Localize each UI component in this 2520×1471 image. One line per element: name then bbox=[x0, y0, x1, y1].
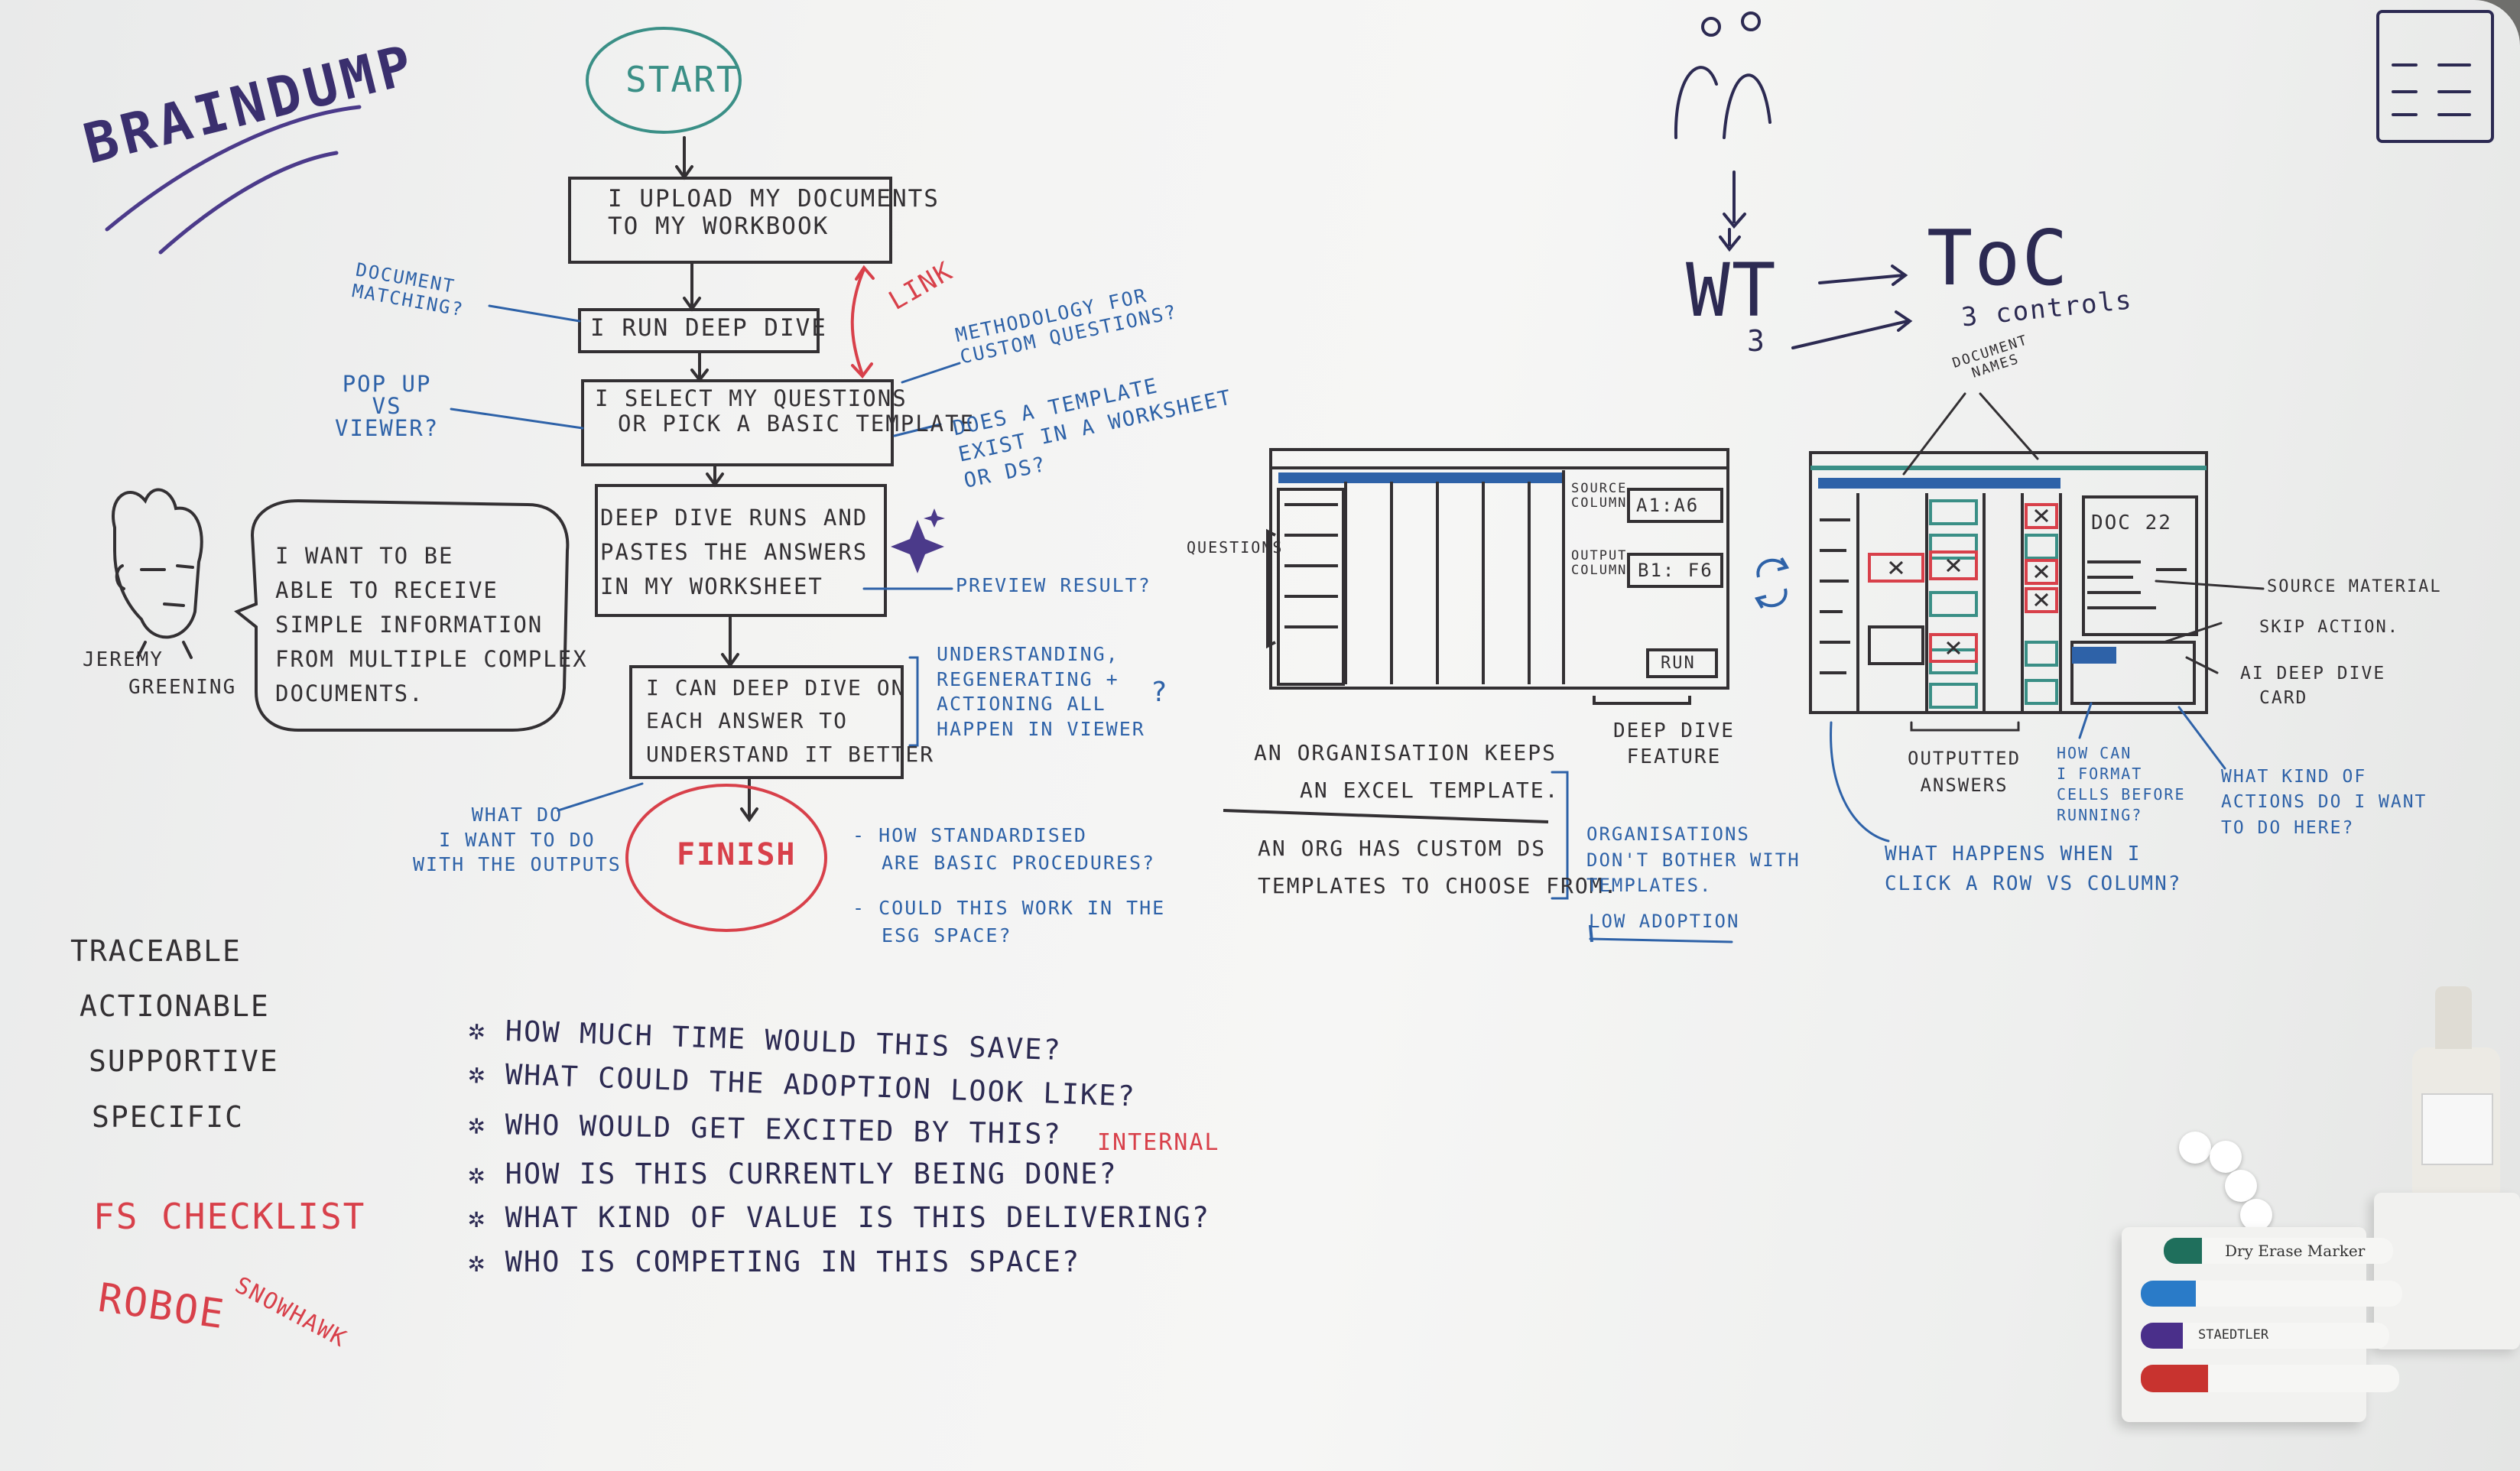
star-icon: ✲ bbox=[468, 1057, 506, 1091]
principles-list: TRACEABLE ACTIONABLE SUPPORTIVE SPECIFIC bbox=[70, 924, 279, 1145]
start-label: START bbox=[625, 60, 739, 100]
note-question-mark: ? bbox=[1151, 677, 1169, 708]
toc-label: ToC bbox=[1927, 214, 2070, 302]
marker-blue bbox=[2141, 1281, 2402, 1307]
sketch1-run-button: RUN bbox=[1661, 654, 1696, 673]
three-label: 3 bbox=[1747, 325, 1766, 359]
org-low-adoption: LOW ADOPTION bbox=[1589, 911, 1739, 933]
note-understanding: UNDERSTANDING,REGENERATING +ACTIONING AL… bbox=[937, 642, 1145, 742]
wt-label: WT bbox=[1686, 248, 1778, 333]
star-icon: ✲ bbox=[468, 1158, 505, 1190]
list-icon bbox=[2378, 11, 2492, 141]
note-preview: PREVIEW RESULT? bbox=[956, 575, 1151, 597]
sketch2-doc-card: DOC 22 bbox=[2091, 512, 2172, 535]
sketch1-questions-label: QUESTIONS bbox=[1187, 539, 1283, 557]
persona-face bbox=[113, 490, 202, 638]
sketch2-source-material: SOURCE MATERIAL bbox=[2267, 577, 2442, 596]
marker-green: Dry Erase Marker bbox=[2164, 1238, 2393, 1264]
star-icon: ✲ bbox=[468, 1107, 505, 1141]
star-icon: ✲ bbox=[468, 1245, 505, 1278]
sparkle-icon bbox=[891, 520, 944, 573]
spray-bottle bbox=[2412, 1047, 2500, 1197]
sketch1-source-value: A1:A6 bbox=[1636, 495, 1699, 517]
questions-list: ✲ HOW MUCH TIME WOULD THIS SAVE? ✲ WHAT … bbox=[468, 1021, 1210, 1284]
step-run: I RUN DEEP DIVE bbox=[590, 315, 827, 343]
sync-icon bbox=[1757, 558, 1787, 608]
finish-label: FINISH bbox=[677, 837, 797, 872]
marker-purple: STAEDTLER bbox=[2141, 1323, 2389, 1349]
star-icon: ✲ bbox=[468, 1013, 506, 1047]
fs-checklist: FS CHECKLIST bbox=[93, 1197, 365, 1237]
bottle-holder bbox=[2374, 1193, 2520, 1349]
marker-tray: Dry Erase Marker STAEDTLER bbox=[2122, 1227, 2366, 1422]
sketch1-output-value: B1: F6 bbox=[1638, 560, 1713, 582]
star-icon: ✲ bbox=[468, 1201, 505, 1234]
marker-red bbox=[2141, 1365, 2399, 1392]
sketch2-skip-action: SKIP ACTION. bbox=[2259, 618, 2399, 637]
